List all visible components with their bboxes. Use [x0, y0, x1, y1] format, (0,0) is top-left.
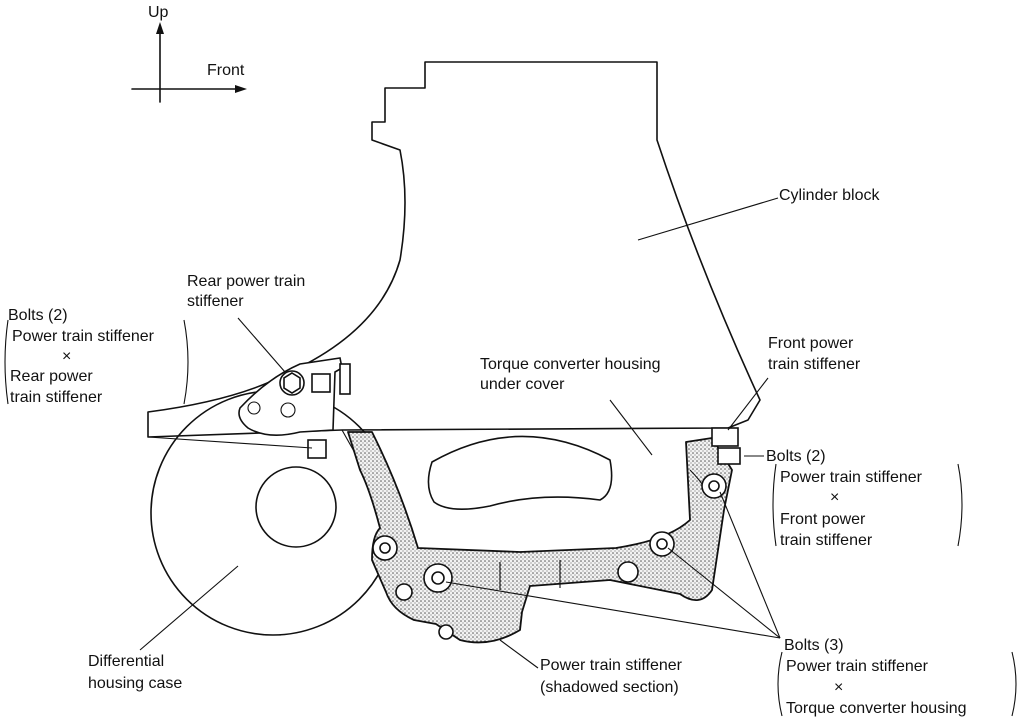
- leader-bottom-bolt-2: [719, 491, 781, 639]
- stiffener-bolt-center: [708, 480, 720, 492]
- label-rear-stiffener-line1: Rear power train: [187, 273, 305, 290]
- label-rear-bolts-title: Bolts (2): [8, 307, 68, 324]
- label-bottom-bolts-line3: Torque converter housing: [786, 700, 967, 717]
- label-front-bolts-times: ×: [830, 489, 839, 506]
- label-rear-bolts-line4: train stiffener: [10, 389, 103, 406]
- up-arrow-icon: [156, 22, 164, 34]
- rear-stiffener-bolt-nut: [311, 373, 331, 393]
- bottom-bolts-bracket-right: [1011, 651, 1017, 717]
- bottom-bolts-bracket-left: [777, 651, 783, 717]
- leader-rear-stiffener: [237, 317, 286, 373]
- stiffener-bolt-center: [656, 538, 668, 550]
- label-rear-bolts-line1: Power train stiffener: [12, 328, 155, 345]
- label-torque-cover-line2: under cover: [480, 376, 565, 393]
- label-rear-bolts-times: ×: [62, 348, 71, 365]
- label-torque-cover-line1: Torque converter housing: [480, 356, 661, 373]
- stiffener-hole: [617, 561, 639, 583]
- rear-stiffener-hole: [280, 402, 296, 418]
- stiffener-hole: [395, 583, 413, 601]
- stiffener-bolt-center: [431, 571, 445, 585]
- leader-bottom-bolt-3: [445, 581, 781, 639]
- cylinder-block-outline: [147, 61, 761, 438]
- label-rear-stiffener-line2: stiffener: [187, 293, 244, 310]
- label-front-stiffener-line2: train stiffener: [768, 356, 861, 373]
- leader-cylinder-block: [637, 197, 779, 241]
- rear-stiffener-hole: [247, 401, 261, 415]
- rear-lower-bolt: [307, 439, 327, 459]
- rear-bolts-bracket-right: [183, 319, 189, 405]
- rear-bolts-bracket-left: [4, 319, 9, 405]
- leader-bottom-bolt-1: [667, 547, 781, 639]
- leader-stiffener-shadow: [499, 639, 539, 669]
- label-rear-bolts-line3: Rear power: [10, 368, 93, 385]
- label-stiffener-shadow-line2: (shadowed section): [540, 679, 679, 696]
- front-stiffener-bolt: [717, 447, 741, 465]
- label-stiffener-shadow-line1: Power train stiffener: [540, 657, 683, 674]
- torque-converter-cover-opening: [427, 435, 613, 510]
- label-differential-line2: housing case: [88, 675, 182, 692]
- label-cylinder-block: Cylinder block: [779, 187, 880, 204]
- rear-stiffener-flange: [339, 363, 351, 395]
- direction-axes: Up Front: [131, 4, 247, 103]
- label-bottom-bolts-line1: Power train stiffener: [786, 658, 929, 675]
- label-bottom-bolts-times: ×: [834, 679, 843, 696]
- label-front-bolts-line4: train stiffener: [780, 532, 873, 549]
- rear-power-train-stiffener: [238, 357, 351, 459]
- front-stiffener-block: [711, 427, 739, 447]
- label-differential-line1: Differential: [88, 653, 164, 670]
- up-axis-label: Up: [148, 4, 169, 21]
- stiffener-bolt-center: [379, 542, 391, 554]
- label-brackets: [4, 319, 1017, 717]
- label-front-bolts-title: Bolts (2): [766, 448, 826, 465]
- leader-rear-bolts: [147, 436, 313, 449]
- label-front-stiffener-line1: Front power: [768, 335, 854, 352]
- front-bolts-bracket-left: [772, 463, 777, 547]
- power-train-stiffener-shadowed: [347, 431, 733, 644]
- stiffener-hole: [438, 624, 454, 640]
- leader-differential: [139, 565, 239, 651]
- front-arrow-icon: [235, 85, 247, 93]
- front-bolts-bracket-right: [957, 463, 963, 547]
- label-front-bolts-line3: Front power: [780, 511, 866, 528]
- leader-lines: [139, 197, 781, 669]
- label-bottom-bolts-title: Bolts (3): [784, 637, 844, 654]
- bolt-icon: [283, 372, 301, 394]
- front-power-train-stiffener: [689, 427, 741, 491]
- leader-front-stiffener: [727, 377, 769, 431]
- differential-inner-circle: [255, 466, 337, 548]
- rear-stiffener-plate: [238, 357, 343, 436]
- leader-torque-cover: [609, 399, 653, 456]
- label-front-bolts-line1: Power train stiffener: [780, 469, 923, 486]
- front-axis-label: Front: [207, 62, 245, 79]
